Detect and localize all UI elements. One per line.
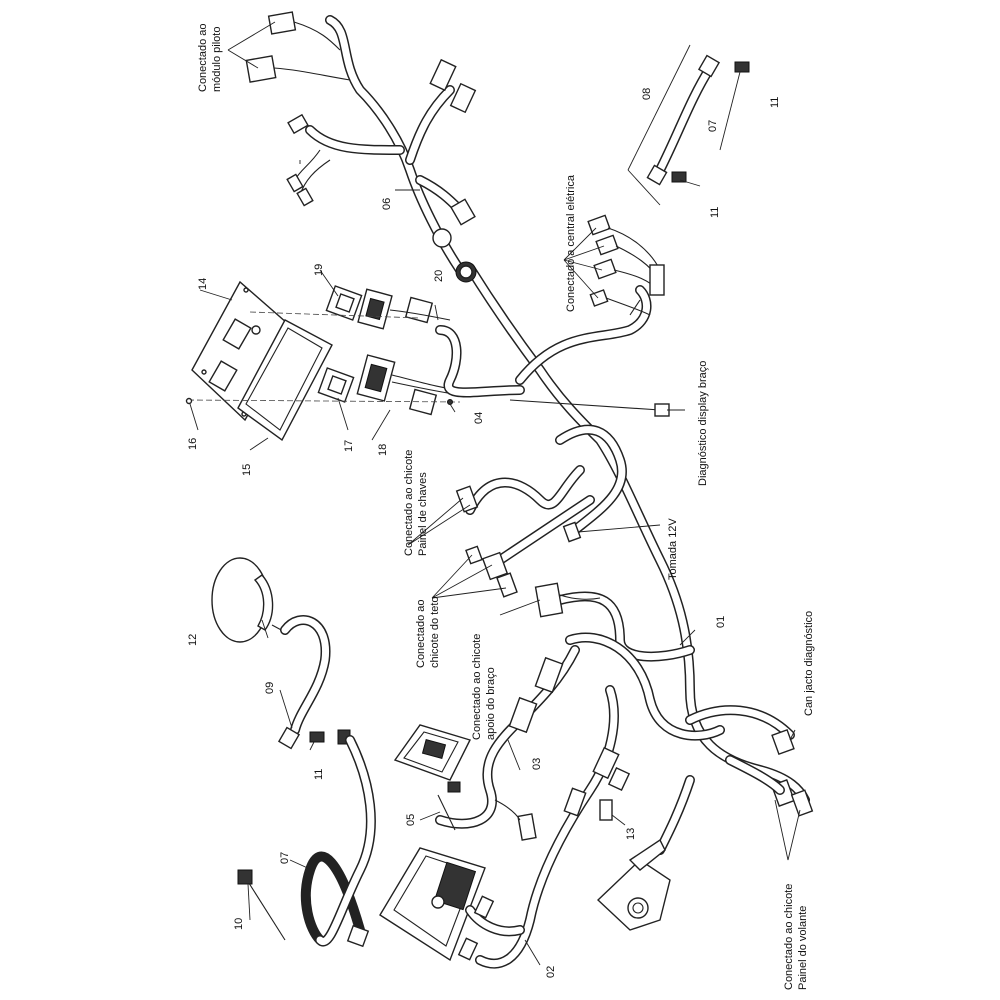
label-07a: 07 <box>707 120 719 132</box>
callout-can-jacto: Can jacto diagnóstico <box>803 611 815 716</box>
main-harness-01 <box>465 263 810 855</box>
label-06: 06 <box>381 198 393 210</box>
label-11b: 11 <box>709 207 721 218</box>
label-02: 02 <box>545 966 557 978</box>
harness-02 <box>457 685 631 969</box>
callout-painel-chaves-1: Conectado ao chicote <box>403 450 415 556</box>
label-12: 12 <box>187 634 199 646</box>
steering-bracket <box>596 838 671 931</box>
harness-03 <box>435 645 580 841</box>
label-11c: 11 <box>313 769 325 780</box>
callout-labels: Conectado ao módulo piloto Conectado a c… <box>197 24 815 991</box>
callout-central-eletrica: Conectado a central elétrica <box>565 174 577 312</box>
label-19: 19 <box>313 264 325 276</box>
callout-apoio-braco-2: apoio do braço <box>485 667 497 740</box>
central-eletrica-connectors <box>587 214 665 316</box>
label-01: 01 <box>715 616 727 628</box>
cable-07-left <box>300 735 376 948</box>
callout-chicote-teto-1: Conectado ao <box>415 600 427 669</box>
label-17: 17 <box>343 440 355 452</box>
cable-07-right <box>627 44 750 206</box>
callout-painel-volante-1: Conectado ao chicote <box>783 884 795 990</box>
label-16: 16 <box>187 438 199 450</box>
display-12 <box>211 557 286 643</box>
misc-connectors <box>455 403 670 618</box>
label-10: 10 <box>233 918 245 930</box>
rod-10 <box>237 869 286 941</box>
part-number-labels: 01 02 03 04 05 06 07 07 08 09 10 11 11 1… <box>187 88 781 978</box>
label-15: 15 <box>241 464 253 476</box>
gasket-15 <box>237 319 333 442</box>
callout-tomada: Tomada 12V <box>667 518 679 580</box>
label-03: 03 <box>531 758 543 770</box>
label-08: 08 <box>641 88 653 100</box>
callout-chicote-teto-2: chicote do teto <box>429 596 441 668</box>
label-11a: 11 <box>769 97 781 108</box>
label-04: 04 <box>473 412 485 424</box>
leader-lines <box>189 21 801 966</box>
label-14: 14 <box>197 278 209 290</box>
label-09: 09 <box>264 682 276 694</box>
harness-06 <box>245 11 477 283</box>
label-07b: 07 <box>279 852 291 864</box>
painel-volante-connectors <box>725 728 814 817</box>
callout-painel-volante-2: Painel do volante <box>797 906 809 990</box>
callout-modulo-piloto-2: módulo piloto <box>211 27 223 92</box>
label-20: 20 <box>433 270 445 282</box>
mounting-plate-14 <box>191 280 296 422</box>
callout-painel-chaves-2: Painel de chaves <box>417 472 429 556</box>
label-18: 18 <box>377 444 389 456</box>
main-module-02 <box>379 847 486 962</box>
switch-parts-17-20 <box>185 285 525 416</box>
callout-diagnostico-display: Diagnóstico display braço <box>697 361 709 486</box>
callout-modulo-piloto-1: Conectado ao <box>197 24 209 93</box>
label-13: 13 <box>625 828 637 840</box>
cable-09 <box>277 615 351 750</box>
callout-apoio-braco-1: Conectado ao chicote <box>471 634 483 740</box>
label-05: 05 <box>405 814 417 826</box>
display-module-small <box>393 724 471 781</box>
